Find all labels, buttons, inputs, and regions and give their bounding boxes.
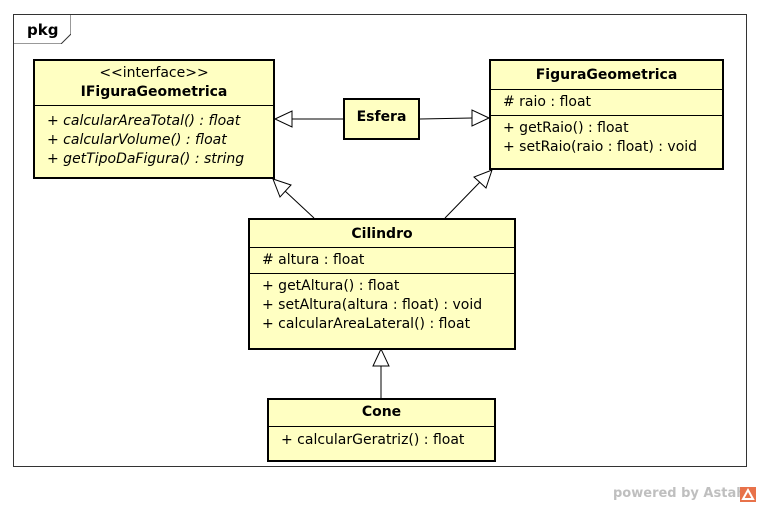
cilindro-realizes-ifigura-edge [272,178,315,219]
attributes-compartment: # altura : float [250,247,514,273]
package-tab [13,14,71,44]
class-ifigura-geometrica[interactable]: <<interface>> IFiguraGeometrica + calcul… [33,59,275,179]
class-name: Esfera [356,109,407,125]
class-name: Cone [361,404,402,420]
class-name: FiguraGeometrica [535,67,678,83]
package-label: pkg [27,21,59,39]
class-header: Esfera [345,100,418,130]
operations-compartment: + getAltura() : float + setAltura(altura… [250,273,514,337]
package-frame [13,14,747,467]
operation: + setAltura(altura : float) : void [262,297,483,313]
operation: + calcularAreaTotal() : float [47,113,241,129]
class-cone[interactable]: Cone + calcularGeratriz() : float [267,398,496,462]
class-figura-geometrica[interactable]: FiguraGeometrica # raio : float + getRai… [489,59,724,170]
operation: + getRaio() : float [503,120,629,136]
operation: + calcularVolume() : float [47,132,227,148]
attribute: # raio : float [503,94,592,110]
cilindro-extends-figura-edge [444,169,493,219]
class-header: Cone [269,400,494,426]
operation: + calcularGeratriz() : float [281,432,465,448]
cone-extends-cilindro-edge [372,347,390,398]
operation: + calcularAreaLateral() : float [262,316,471,332]
powered-by-text: powered by Astah [613,486,746,501]
class-cilindro[interactable]: Cilindro # altura : float + getAltura() … [248,218,516,350]
class-header: FiguraGeometrica [491,61,722,89]
operation: + setRaio(raio : float) : void [503,139,698,155]
operation: + getTipoDaFigura() : string [47,151,245,167]
class-header: Cilindro [250,220,514,247]
attributes-compartment: # raio : float [491,89,722,115]
operations-compartment: + calcularGeratriz() : float [269,426,494,453]
astah-logo-icon [740,487,756,502]
stereotype-label: <<interface>> [99,65,209,81]
operation: + getAltura() : float [262,278,400,294]
esfera-extends-figura-edge [419,109,491,127]
operations-compartment: + calcularAreaTotal() : float + calcular… [35,105,273,172]
esfera-realizes-ifigura-edge [273,110,343,128]
class-esfera[interactable]: Esfera [343,98,420,140]
attribute: # altura : float [262,252,365,268]
class-name: IFiguraGeometrica [80,84,228,100]
class-name: Cilindro [351,226,413,242]
class-header: <<interface>> IFiguraGeometrica [35,61,273,105]
operations-compartment: + getRaio() : float + setRaio(raio : flo… [491,115,722,160]
